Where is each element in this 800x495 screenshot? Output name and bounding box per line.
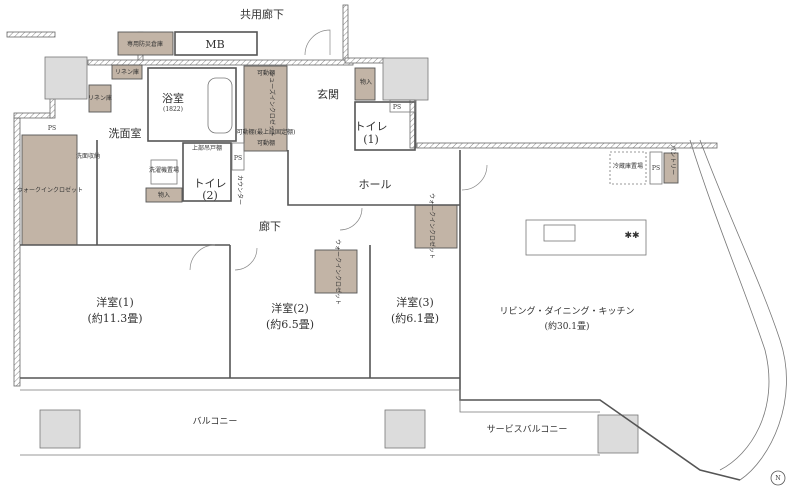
linen-closet-2 bbox=[88, 84, 112, 113]
label-room2-size: (約6.5畳) bbox=[266, 317, 314, 331]
label-shelf-mid: 可動棚(最上段固定棚) bbox=[237, 128, 296, 136]
compass-icon bbox=[770, 470, 786, 486]
label-upper-cabinet: 上部吊戸棚 bbox=[192, 144, 222, 152]
label-balcony: バルコニー bbox=[193, 416, 238, 427]
storage-1 bbox=[354, 67, 376, 101]
bathroom-room bbox=[147, 67, 237, 142]
toilet-1-room bbox=[354, 101, 416, 151]
room3-door[interactable] bbox=[339, 207, 363, 231]
pillar bbox=[44, 56, 88, 100]
label-bathroom: 浴室 bbox=[162, 91, 184, 105]
walk-in-closet-1 bbox=[21, 134, 78, 246]
label-ps-1: PS bbox=[393, 104, 401, 111]
label-shelf-top: 可動棚 bbox=[257, 69, 275, 77]
pillar bbox=[597, 414, 639, 454]
label-counter: カウンター bbox=[236, 175, 244, 205]
label-hall: ホール bbox=[359, 178, 392, 191]
wall bbox=[416, 142, 718, 149]
label-room3-size: (約6.1畳) bbox=[391, 311, 439, 325]
wall bbox=[344, 57, 386, 64]
sink bbox=[543, 224, 576, 242]
label-ldk: リビング・ダイニング・キッチン bbox=[499, 305, 634, 317]
walk-in-closet-3 bbox=[314, 249, 358, 294]
kitchen-island bbox=[525, 219, 647, 256]
label-toilet-1: トイレ bbox=[355, 120, 388, 133]
label-entrance: 玄関 bbox=[317, 87, 339, 101]
balcony-outline bbox=[20, 389, 600, 456]
wall bbox=[87, 59, 354, 66]
label-washer-space: 洗濯機置場 bbox=[149, 166, 179, 174]
label-ps-2: PS bbox=[48, 125, 56, 132]
label-ps-3: PS bbox=[234, 155, 242, 162]
mb-room bbox=[174, 31, 258, 56]
washer-space bbox=[150, 159, 178, 185]
label-bathroom-size: (1822) bbox=[163, 106, 183, 113]
label-north: N bbox=[775, 475, 780, 482]
label-toilet-1-num: (1) bbox=[363, 133, 379, 146]
label-toilet-2-num: (2) bbox=[202, 189, 218, 202]
room2-door[interactable] bbox=[234, 247, 258, 271]
disaster-storage bbox=[117, 31, 174, 56]
bathtub bbox=[207, 77, 233, 134]
label-room3: 洋室(3) bbox=[396, 295, 434, 309]
pillar bbox=[384, 409, 426, 449]
label-room1-size: (約11.3畳) bbox=[87, 311, 142, 325]
pillar bbox=[39, 409, 81, 449]
room1-door[interactable] bbox=[189, 244, 216, 271]
wall bbox=[342, 4, 349, 61]
label-wic-1: ウォークインクロゼット bbox=[17, 186, 83, 194]
label-linen-2: リネン庫 bbox=[88, 94, 112, 102]
linen-closet-1 bbox=[111, 64, 143, 80]
ldk-door[interactable] bbox=[461, 164, 488, 191]
label-linen-1: リネン庫 bbox=[115, 68, 139, 76]
label-wash-storage: 洗面収納 bbox=[76, 152, 100, 160]
pillar bbox=[382, 57, 429, 101]
label-common-corridor: 共用廊下 bbox=[240, 7, 284, 21]
label-ps-4: PS bbox=[652, 165, 660, 172]
wall bbox=[13, 112, 53, 119]
shoes-closet bbox=[243, 65, 288, 152]
label-disaster-storage: 専用防災倉庫 bbox=[127, 40, 163, 48]
curved-balcony bbox=[689, 139, 787, 481]
label-wic-2: ウォークインクロゼット bbox=[428, 193, 436, 259]
label-storage-2: 物入 bbox=[158, 191, 170, 199]
label-service-balcony: サービスバルコニー bbox=[487, 424, 568, 435]
pantry bbox=[663, 152, 679, 184]
stove-icon: ✱✱ bbox=[624, 231, 639, 241]
entrance-door[interactable] bbox=[304, 29, 331, 56]
label-ldk-size: (約30.1畳) bbox=[544, 320, 589, 332]
toilet-2-room bbox=[182, 142, 232, 202]
label-corridor: 廊下 bbox=[259, 219, 281, 233]
fridge-space bbox=[609, 151, 647, 185]
label-room1: 洋室(1) bbox=[96, 295, 134, 309]
label-pantry: パントリー bbox=[669, 145, 676, 175]
label-shelf-bottom: 可動棚 bbox=[257, 139, 275, 147]
label-wic-3: ウォークインクロゼット bbox=[334, 239, 342, 305]
label-fridge: 冷蔵庫置場 bbox=[613, 162, 643, 170]
wall bbox=[13, 117, 21, 387]
label-room2: 洋室(2) bbox=[271, 301, 309, 315]
storage-2 bbox=[145, 187, 183, 203]
label-toilet-2: トイレ bbox=[194, 177, 227, 190]
label-storage-1: 物入 bbox=[360, 78, 372, 86]
label-mb: MB bbox=[205, 38, 224, 51]
walk-in-closet-2 bbox=[414, 204, 458, 249]
ps-1 bbox=[389, 99, 416, 113]
label-shoes-closet: シューズインクロゼット bbox=[268, 71, 276, 137]
ps-4 bbox=[649, 151, 663, 185]
interior-walls bbox=[20, 140, 461, 379]
label-washroom: 洗面室 bbox=[109, 126, 142, 140]
ps-3 bbox=[231, 142, 245, 171]
wall bbox=[6, 31, 56, 38]
